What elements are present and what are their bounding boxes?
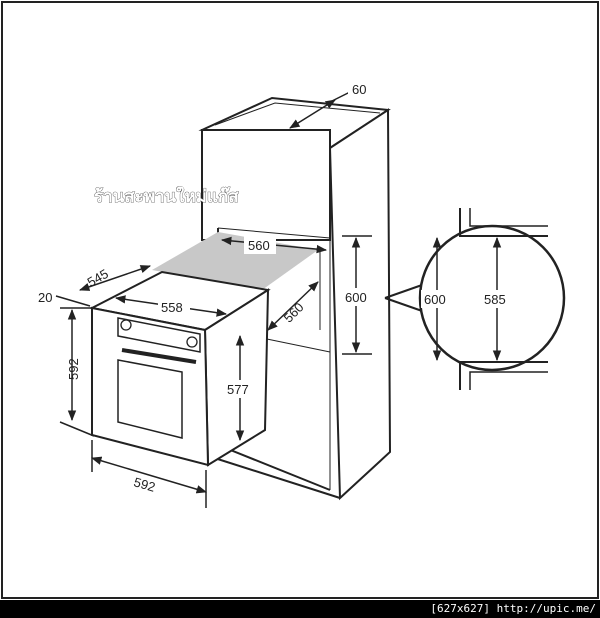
diagram-frame: 60 560 560 600 558 545 20 577 592 592 60… [0, 0, 600, 600]
detail-callout [384, 208, 566, 390]
image-host-footer: [627x627] http://upic.me/ [0, 600, 600, 618]
dim-niche-depth: 560 [281, 299, 307, 325]
outer-border [1, 1, 599, 599]
dimension-labels: 60 560 560 600 558 545 20 577 592 592 60… [38, 80, 513, 495]
oven-installation-diagram: 60 560 560 600 558 545 20 577 592 592 60… [1, 1, 599, 599]
dim-oven-front-offset: 20 [38, 290, 52, 305]
dim-niche-width: 560 [248, 238, 270, 253]
dim-oven-depth: 545 [85, 266, 111, 290]
dim-niche-height: 600 [345, 290, 367, 305]
shop-watermark: ร้านสะพานใหม่แก๊ส [94, 186, 239, 207]
dim-oven-body-height: 577 [227, 382, 249, 397]
dim-detail-outer-height: 600 [424, 292, 446, 307]
dim-cabinet-top-depth: 60 [352, 82, 366, 97]
dim-oven-top-width: 558 [161, 300, 183, 315]
dim-detail-inner-height: 585 [484, 292, 506, 307]
dim-oven-front-width: 592 [132, 474, 157, 494]
dimension-lines [55, 91, 372, 508]
image-host-label: [627x627] http://upic.me/ [430, 602, 596, 615]
dim-oven-front-height: 592 [66, 358, 81, 380]
